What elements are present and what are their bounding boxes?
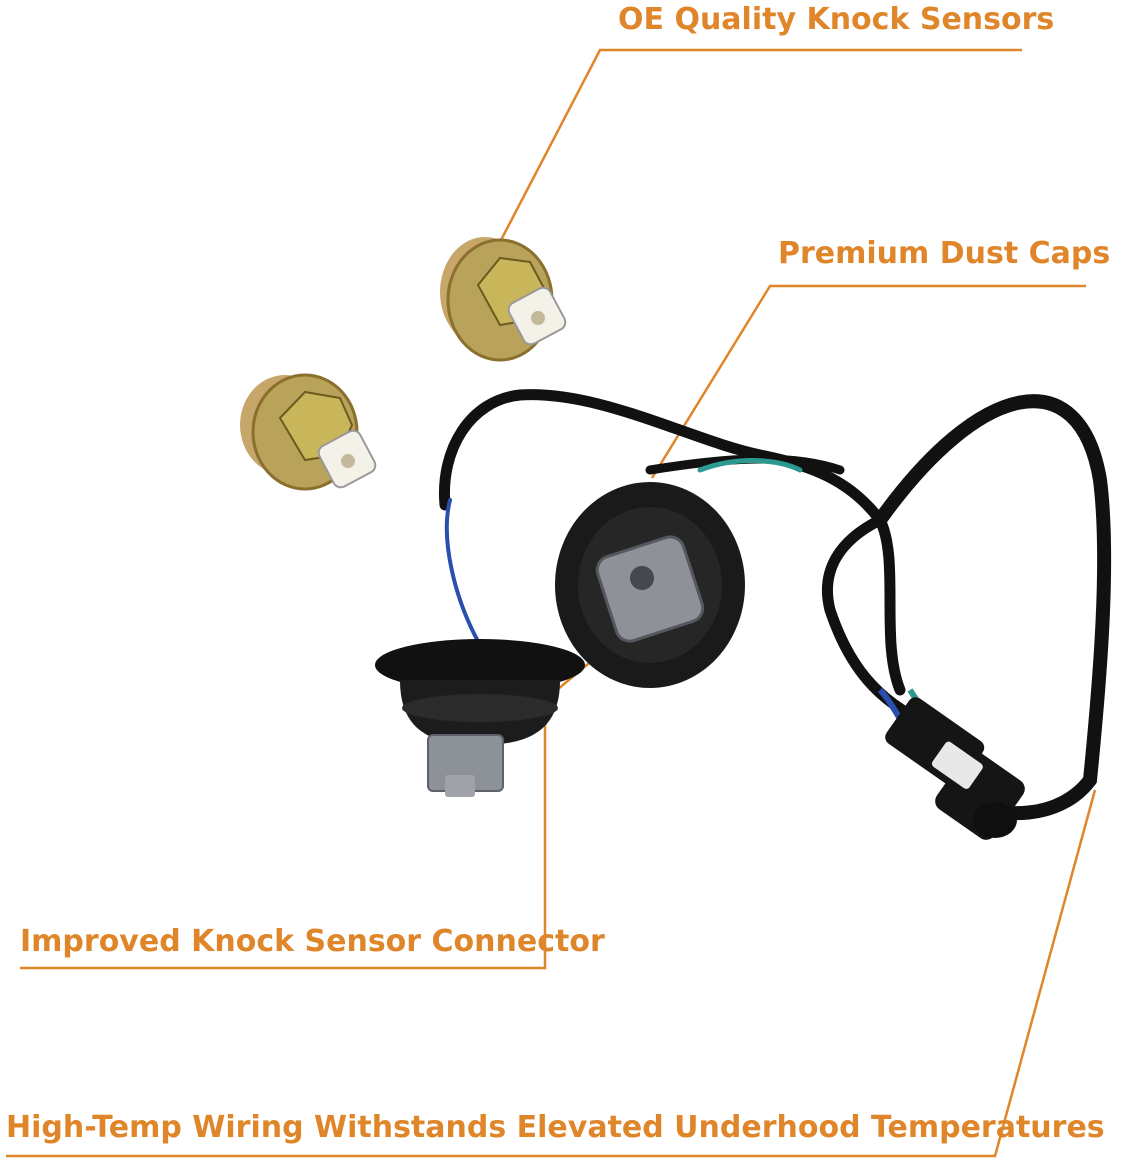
dust-cap-center [555,482,745,688]
wiring-leader-line [6,789,1097,1158]
knock-sensor-top [440,237,567,362]
dust-leader-line [650,284,1086,479]
knock-sensor-bottom [240,373,377,491]
wire-harness [438,389,1112,821]
callout-connector: Improved Knock Sensor Connector [20,924,605,959]
oe-leader-line [498,48,1022,243]
dust-cap-left [375,639,585,797]
callout-oe-quality: OE Quality Knock Sensors [618,2,1055,37]
callout-wiring: High-Temp Wiring Withstands Elevated Und… [6,1110,1105,1145]
callout-dust-caps: Premium Dust Caps [778,236,1111,271]
callout-lines [6,48,1097,1158]
harness-end-connectors [877,687,1025,840]
